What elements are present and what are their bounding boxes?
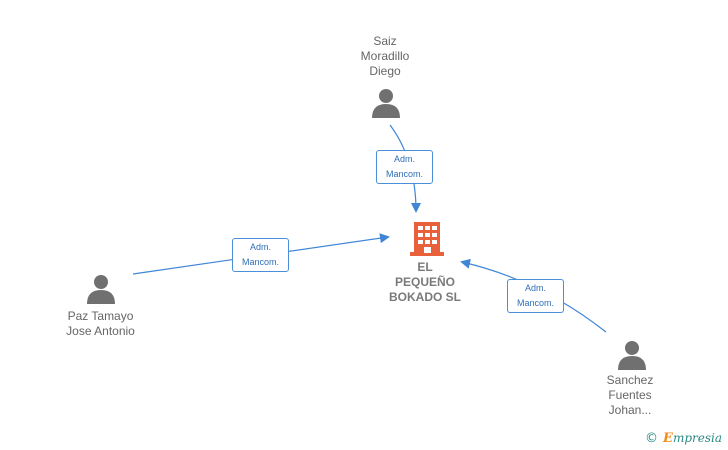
- person-label-saiz[interactable]: Saiz Moradillo Diego: [360, 34, 410, 78]
- person-icon[interactable]: [616, 338, 648, 370]
- edge-label-saiz[interactable]: Adm. Mancom.: [376, 150, 433, 184]
- building-icon[interactable]: [410, 220, 444, 256]
- brand-logo-initial: E: [663, 431, 673, 446]
- person-icon[interactable]: [370, 86, 402, 118]
- person-icon[interactable]: [85, 272, 117, 304]
- copyright-symbol: ©: [645, 431, 659, 446]
- brand-footer: © Empresia: [645, 431, 722, 446]
- company-label[interactable]: EL PEQUEÑO BOKADO SL: [389, 260, 461, 304]
- person-label-sanchez[interactable]: Sanchez Fuentes Johan...: [606, 373, 654, 417]
- edge-label-paz[interactable]: Adm. Mancom.: [232, 238, 289, 272]
- edge-label-sanchez[interactable]: Adm. Mancom.: [507, 279, 564, 313]
- person-label-paz[interactable]: Paz Tamayo Jose Antonio: [66, 309, 135, 338]
- brand-logo-text: mpresia: [672, 431, 722, 445]
